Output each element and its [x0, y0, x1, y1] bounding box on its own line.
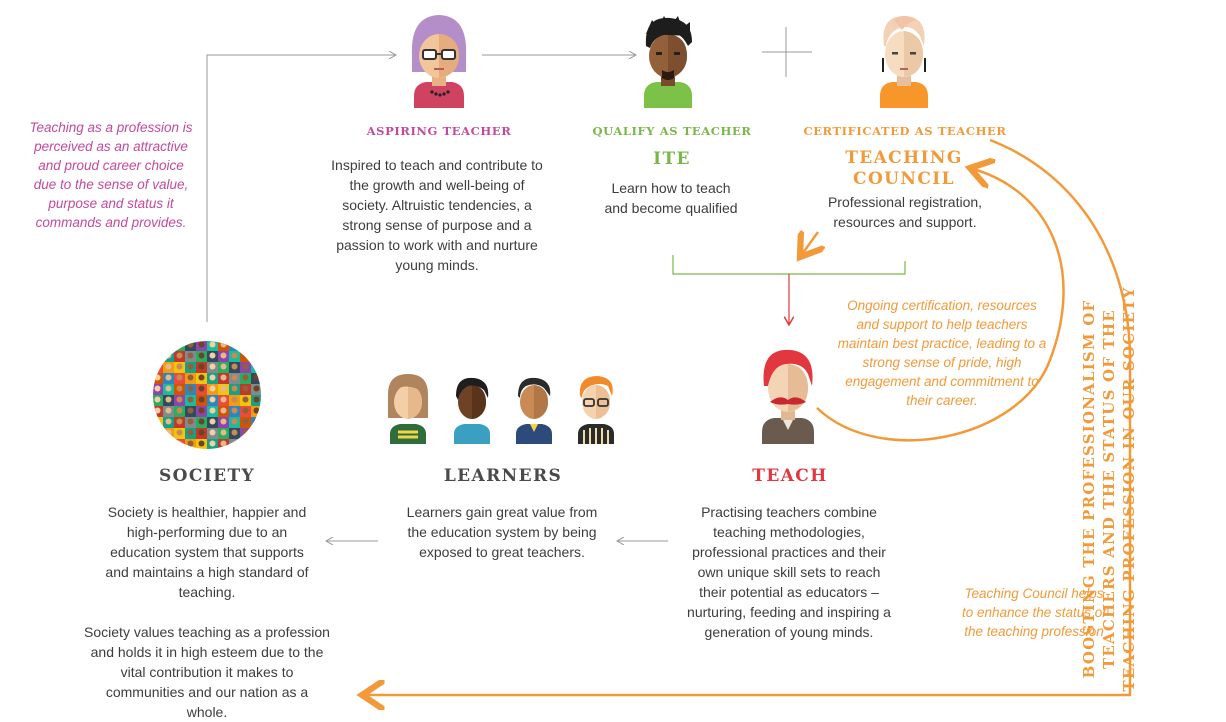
- council-note-text: Teaching Council helps to enhance the st…: [961, 586, 1107, 639]
- ongoing-support-text: Ongoing certification, resources and sup…: [837, 298, 1047, 408]
- certificated-teacher-avatar: [880, 16, 928, 108]
- teaching-council-heading: TEACHING COUNCIL: [828, 148, 980, 190]
- society-heading: SOCIETY: [158, 466, 256, 486]
- vertical-text-line1: BOOSTING THE PROFESSIONALISM OF: [1080, 299, 1098, 679]
- outer-loop-arrow: [362, 138, 1132, 695]
- ite-heading: ITE: [653, 149, 691, 169]
- qualify-teacher-avatar: [644, 16, 692, 108]
- learner-girl-avatar: [388, 374, 428, 444]
- vertical-text-line2: TEACHERS AND THE STATUS OF THE: [1100, 309, 1118, 669]
- aspiring-teacher-avatar: [411, 15, 467, 108]
- intro-text: Teaching as a profession is perceived as…: [29, 120, 193, 230]
- learner-boy-avatar: [516, 377, 552, 444]
- aspiring-teacher-text: Inspired to teach and contribute to the …: [331, 157, 543, 273]
- teach-heading: TEACH: [752, 466, 828, 486]
- green-bracket: [672, 255, 906, 275]
- vertical-text-line3: TEACHING PROFESSION IN OUR SOCIETY: [1120, 286, 1138, 692]
- learners-heading: LEARNERS: [443, 466, 563, 486]
- society-to-aspiring-arrow: [206, 55, 396, 322]
- council-to-ongoing-arrow: [800, 232, 818, 257]
- society-crowd-avatar: [153, 341, 261, 449]
- qualify-teacher-label: QUALIFY AS TEACHER: [592, 124, 752, 138]
- vertical-boost-text: BOOSTING THE PROFESSIONALISM OF TEACHERS…: [1079, 279, 1141, 699]
- ongoing-loop-arc: [816, 168, 1065, 442]
- learner-boy-dark-avatar: [454, 377, 490, 444]
- aspiring-teacher-label: ASPIRING TEACHER: [366, 124, 512, 138]
- learner-ginger-boy-avatar: [578, 376, 614, 444]
- society-text-1: Society is healthier, happier and high-p…: [105, 504, 309, 600]
- certificated-teacher-label: CERTIFICATED AS TEACHER: [803, 124, 1007, 138]
- learners-text: Learners gain great value from the educa…: [406, 504, 598, 560]
- teaching-council-heading-line1: TEACHING: [845, 148, 963, 168]
- teacher-avatar: [762, 349, 814, 444]
- plus-sign: [762, 27, 812, 77]
- teaching-council-text: Professional registration, resources and…: [827, 194, 983, 230]
- ite-text: Learn how to teach and become qualified: [604, 180, 738, 216]
- teaching-council-heading-line2: COUNCIL: [853, 169, 955, 189]
- society-text-2: Society values teaching as a profession …: [84, 624, 330, 720]
- teach-text: Practising teachers combine teaching met…: [687, 504, 891, 640]
